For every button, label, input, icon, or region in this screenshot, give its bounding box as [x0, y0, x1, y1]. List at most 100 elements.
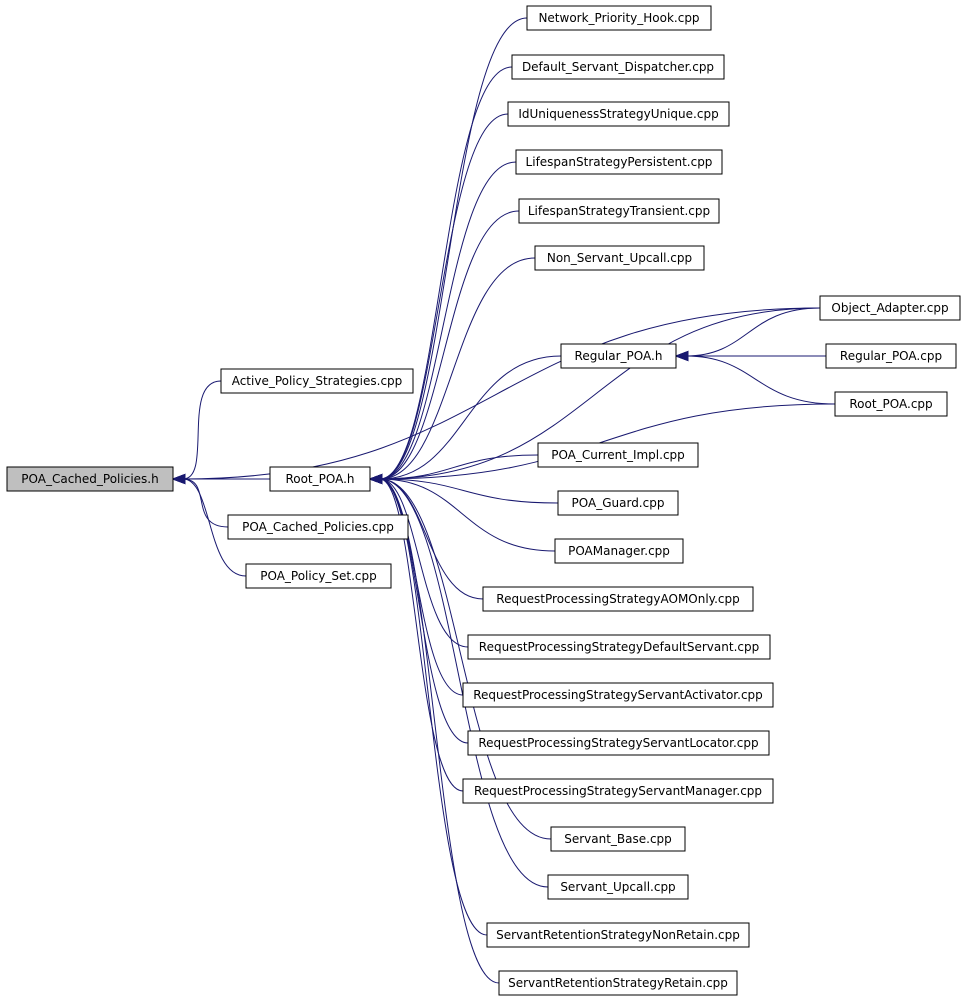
- edge-line: [379, 210, 520, 480]
- node-box: [825, 343, 957, 369]
- node-regular-poa-h[interactable]: Regular_POA.h: [560, 343, 677, 369]
- node-root-poa-h[interactable]: Root_POA.h: [269, 466, 371, 492]
- node-label: Non_Servant_Upcall.cpp: [547, 251, 692, 265]
- node-box: [462, 778, 774, 804]
- node-label: LifespanStrategyPersistent.cpp: [526, 155, 713, 169]
- node-label: Root_POA.h: [285, 472, 354, 486]
- node-label: RequestProcessingStrategyAOMOnly.cpp: [496, 592, 739, 606]
- edge-line: [182, 380, 222, 480]
- node-box: [547, 874, 689, 900]
- arrowhead: [674, 350, 689, 362]
- node-rps-servantmanager-cpp[interactable]: RequestProcessingStrategyServantManager.…: [462, 778, 774, 804]
- node-box: [518, 198, 720, 224]
- edge-line: [379, 66, 513, 480]
- node-srs-retain-cpp[interactable]: ServantRetentionStrategyRetain.cpp: [498, 970, 738, 996]
- node-servant-base-cpp[interactable]: Servant_Base.cpp: [550, 826, 686, 852]
- node-label: ServantRetentionStrategyRetain.cpp: [508, 976, 728, 990]
- edge-line: [685, 307, 821, 357]
- node-label: POA_Cached_Policies.h: [21, 472, 158, 486]
- edge-regular_poa_cpp-to-regular_poa_h: [674, 350, 826, 362]
- node-label: RequestProcessingStrategyDefaultServant.…: [479, 640, 759, 654]
- node-label: RequestProcessingStrategyServantActivato…: [473, 688, 763, 702]
- node-poa-cached-policies-cpp[interactable]: POA_Cached_Policies.cpp: [227, 514, 409, 540]
- node-box: [557, 490, 679, 516]
- nodes-layer: POA_Cached_Policies.h Active_Policy_Strat…: [6, 5, 961, 996]
- node-box: [534, 245, 705, 271]
- node-label: IdUniquenessStrategyUnique.cpp: [518, 107, 718, 121]
- node-label: RequestProcessingStrategyServantLocator.…: [478, 736, 758, 750]
- node-default-servant-dispatcher-cpp[interactable]: Default_Servant_Dispatcher.cpp: [511, 54, 725, 80]
- edge-line: [379, 478, 488, 936]
- node-box: [220, 368, 414, 394]
- node-box: [462, 682, 774, 708]
- edges-layer: [171, 17, 836, 984]
- node-label: POA_Policy_Set.cpp: [260, 569, 377, 583]
- edge-line: [379, 403, 836, 480]
- edge-object_adapter_cpp-to-regular_poa_h: [674, 307, 821, 362]
- edge-line: [379, 257, 536, 480]
- node-rps-aomonly-cpp[interactable]: RequestProcessingStrategyAOMOnly.cpp: [482, 586, 754, 612]
- node-label: Object_Adapter.cpp: [831, 301, 948, 315]
- edge-line: [379, 454, 539, 480]
- node-iduniquenessstrategyunique-cpp[interactable]: IdUniquenessStrategyUnique.cpp: [507, 101, 730, 127]
- edge-line: [685, 355, 836, 405]
- node-label: Servant_Upcall.cpp: [560, 880, 675, 894]
- node-label: Servant_Base.cpp: [564, 832, 672, 846]
- edge-line: [379, 307, 821, 480]
- node-label: Network_Priority_Hook.cpp: [538, 11, 699, 25]
- node-rps-defaultservant-cpp[interactable]: RequestProcessingStrategyDefaultServant.…: [467, 634, 771, 660]
- node-box: [467, 730, 770, 756]
- edge-active_policy_strategies_cpp-to-poa_cached_policies_h: [171, 380, 222, 485]
- node-box: [507, 101, 730, 127]
- node-non-servant-upcall-cpp[interactable]: Non_Servant_Upcall.cpp: [534, 245, 705, 271]
- node-poa-cached-policies-h: POA_Cached_Policies.h: [6, 466, 174, 492]
- node-box: [227, 514, 409, 540]
- edge-line: [379, 478, 556, 552]
- node-label: Active_Policy_Strategies.cpp: [232, 374, 403, 388]
- node-servant-upcall-cpp[interactable]: Servant_Upcall.cpp: [547, 874, 689, 900]
- edge-line: [379, 478, 559, 504]
- node-rps-servantactivator-cpp[interactable]: RequestProcessingStrategyServantActivato…: [462, 682, 774, 708]
- node-object-adapter-cpp[interactable]: Object_Adapter.cpp: [819, 295, 961, 321]
- edge-default_servant_dispatcher_cpp-to-root_poa_h: [368, 66, 513, 485]
- node-network-priority-hook-cpp[interactable]: Network_Priority_Hook.cpp: [526, 5, 712, 31]
- node-poa-guard-cpp[interactable]: POA_Guard.cpp: [557, 490, 679, 516]
- node-box: [560, 343, 677, 369]
- node-lifespanstrategytransient-cpp[interactable]: LifespanStrategyTransient.cpp: [518, 198, 720, 224]
- node-box: [515, 149, 723, 175]
- node-box: [511, 54, 725, 80]
- node-box: [498, 970, 738, 996]
- node-poa-policy-set-cpp[interactable]: POA_Policy_Set.cpp: [245, 563, 392, 589]
- edge-line: [379, 478, 500, 984]
- node-poamanager-cpp[interactable]: POAManager.cpp: [554, 538, 684, 564]
- node-root-poa-cpp[interactable]: Root_POA.cpp: [834, 391, 948, 417]
- edge-lifespanstrategypersistent_cpp-to-root_poa_h: [368, 161, 517, 485]
- node-box: [486, 922, 750, 948]
- node-label: Regular_POA.cpp: [840, 349, 942, 363]
- node-label: POAManager.cpp: [568, 544, 670, 558]
- node-srs-nonretain-cpp[interactable]: ServantRetentionStrategyNonRetain.cpp: [486, 922, 750, 948]
- node-label: POA_Current_Impl.cpp: [551, 448, 685, 462]
- edge-line: [182, 478, 229, 528]
- node-label: Default_Servant_Dispatcher.cpp: [522, 60, 714, 74]
- edge-line: [379, 478, 464, 792]
- node-active-policy-strategies-cpp[interactable]: Active_Policy_Strategies.cpp: [220, 368, 414, 394]
- edge-line: [379, 161, 517, 480]
- node-box: [554, 538, 684, 564]
- node-box: [6, 466, 174, 492]
- edge-iduniquenessstrategyunique_cpp-to-root_poa_h: [368, 113, 509, 485]
- node-box: [526, 5, 712, 31]
- node-rps-servantlocator-cpp[interactable]: RequestProcessingStrategyServantLocator.…: [467, 730, 770, 756]
- node-regular-poa-cpp[interactable]: Regular_POA.cpp: [825, 343, 957, 369]
- node-lifespanstrategypersistent-cpp[interactable]: LifespanStrategyPersistent.cpp: [515, 149, 723, 175]
- node-poa-current-impl-cpp[interactable]: POA_Current_Impl.cpp: [537, 442, 699, 468]
- edge-line: [379, 17, 528, 480]
- node-box: [467, 634, 771, 660]
- node-label: POA_Cached_Policies.cpp: [242, 520, 394, 534]
- node-box: [834, 391, 948, 417]
- node-label: Root_POA.cpp: [849, 397, 932, 411]
- edge-line: [379, 113, 509, 480]
- edge-line: [379, 478, 552, 840]
- edge-line: [379, 478, 469, 648]
